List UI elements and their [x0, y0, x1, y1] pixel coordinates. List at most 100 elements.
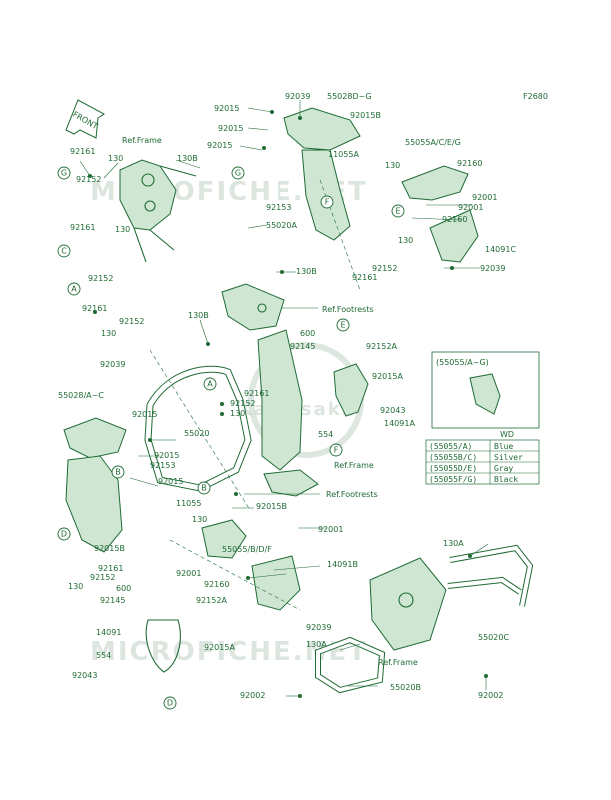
part-label: 92001: [458, 203, 483, 212]
callout-b-left: B: [111, 465, 125, 479]
part-label: 92160: [204, 580, 229, 589]
part-label: 92161: [82, 304, 107, 313]
callout-e-top: E: [391, 204, 405, 218]
color-table: WD (55055/A) Blue (55055B/C) Silver (550…: [425, 430, 540, 485]
part-label: 554: [96, 651, 111, 660]
svg-text:F: F: [334, 446, 339, 455]
side-cover-left-lower: [201, 519, 301, 611]
part-label: 92145: [290, 342, 315, 351]
svg-text:A: A: [71, 285, 77, 294]
callout-g-left: G: [57, 166, 71, 180]
svg-text:G: G: [235, 169, 241, 178]
part-label: 130A: [306, 640, 327, 649]
part-label: 130: [115, 225, 130, 234]
ref-frame-bottom: Ref.Frame: [378, 658, 418, 667]
svg-text:B: B: [115, 468, 121, 477]
guard-bar-upper: [238, 144, 278, 291]
color-code: (55055F/G): [429, 475, 477, 484]
svg-text:A: A: [207, 380, 213, 389]
svg-text:E: E: [340, 321, 345, 330]
part-label: 92001: [176, 569, 201, 578]
part-label: 130: [68, 582, 83, 591]
cowl-right-upper: [283, 107, 361, 241]
part-label: 92015: [214, 104, 239, 113]
part-label: 600: [300, 329, 315, 338]
part-label: 92015: [158, 477, 183, 486]
part-label: 92001: [472, 193, 497, 202]
front-arrow-icon: FRONT: [65, 99, 105, 139]
part-label: 92153: [150, 461, 175, 470]
part-label: 92015: [218, 124, 243, 133]
part-label: 92015A: [204, 643, 235, 652]
color-table-title: (55055/A~G): [436, 358, 489, 367]
part-label: 92152: [88, 274, 113, 283]
part-label: 92043: [72, 671, 97, 680]
part-label: 92152: [76, 175, 101, 184]
part-label: 92043: [380, 406, 405, 415]
part-label: 11055: [176, 499, 201, 508]
part-label: 130B: [188, 311, 209, 320]
callout-b-mid: B: [197, 481, 211, 495]
color-table-header: WD: [500, 430, 514, 439]
part-label: 92152: [372, 264, 397, 273]
svg-text:D: D: [61, 530, 67, 539]
color-name: Gray: [494, 464, 513, 473]
part-label: 92161: [70, 147, 95, 156]
part-label: 92015B: [256, 502, 287, 511]
part-label: 92039: [480, 264, 505, 273]
color-name: Silver: [494, 453, 523, 462]
footrest-bracket-top: [221, 283, 285, 331]
guard-bar-rear: [315, 544, 534, 694]
part-label: 92152: [119, 317, 144, 326]
side-cover-right-upper: [401, 165, 479, 263]
part-label: 92161: [70, 223, 95, 232]
part-label: 14091C: [485, 245, 516, 254]
cover-right-mid: [333, 363, 369, 417]
part-label: 92015: [207, 141, 232, 150]
part-label: 55020B: [390, 683, 421, 692]
part-label: 92145: [100, 596, 125, 605]
part-label: 600: [116, 584, 131, 593]
color-code: (55055B/C): [429, 453, 477, 462]
part-label: 55055/B/D/F: [222, 545, 272, 554]
part-label: 92015A: [372, 372, 403, 381]
part-label: 55020A: [266, 221, 297, 230]
part-label: 92152: [230, 399, 255, 408]
figure-id: F2680: [523, 92, 548, 101]
part-label: 92152A: [366, 342, 397, 351]
callout-g-mid: G: [231, 166, 245, 180]
leader-lines: [79, 100, 489, 697]
color-name: Blue: [494, 442, 513, 451]
bolt-markers: [88, 110, 488, 698]
part-label: 92039: [306, 623, 331, 632]
part-label: 92015: [154, 451, 179, 460]
part-label: 92161: [98, 564, 123, 573]
part-label: 55020C: [478, 633, 509, 642]
part-number-labels: 92039 55028D~G 92015 92015B 92015 55055A…: [58, 92, 516, 700]
svg-text:B: B: [201, 484, 207, 493]
part-label: 92153: [266, 203, 291, 212]
part-label: 554: [318, 430, 333, 439]
part-label: 130: [108, 154, 123, 163]
color-name: Black: [494, 475, 518, 484]
part-label: 92015: [132, 410, 157, 419]
part-label: 92015B: [94, 544, 125, 553]
cover-left-lower: [145, 619, 181, 673]
callouts: G C A G F E E B B F D D A: [57, 166, 405, 710]
part-label: 92160: [457, 159, 482, 168]
frame-bracket-mid: [257, 329, 319, 497]
callout-a-mid: A: [203, 377, 217, 391]
part-label: 130: [192, 515, 207, 524]
svg-text:E: E: [395, 207, 400, 216]
cowl-left-lower: [63, 417, 127, 553]
callout-f-mid: F: [329, 443, 343, 457]
svg-text:G: G: [61, 169, 67, 178]
callout-e-mid: E: [336, 318, 350, 332]
part-label: 130A: [443, 539, 464, 548]
part-label: 55020: [184, 429, 209, 438]
svg-text:F: F: [325, 198, 330, 207]
ref-frame-mid: Ref.Frame: [334, 461, 374, 470]
part-label: 92160: [442, 215, 467, 224]
callout-d-left: D: [57, 527, 71, 541]
